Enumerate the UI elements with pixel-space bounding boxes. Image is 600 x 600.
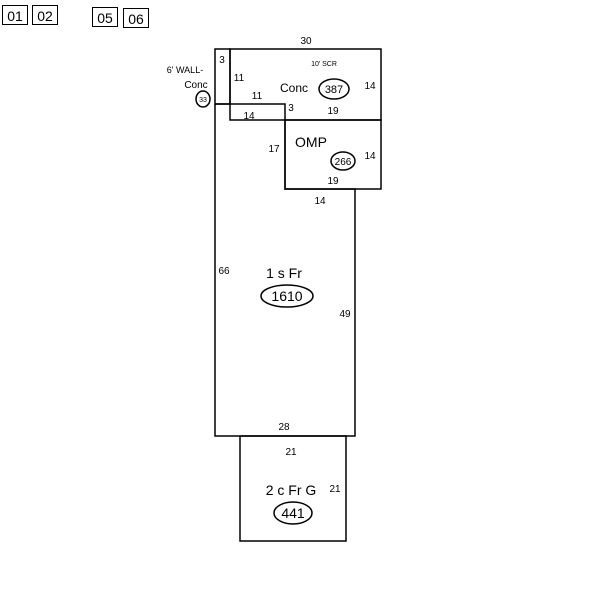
garage-outline xyxy=(239,435,347,542)
patio-area: 387 xyxy=(325,84,343,96)
dim-jog-small: 3 xyxy=(288,103,294,114)
dim-house-top: 14 xyxy=(243,111,255,122)
tab-01[interactable]: 01 xyxy=(2,5,28,25)
dim-house-left: 66 xyxy=(218,266,230,277)
patio-area-oval xyxy=(318,78,350,100)
wall-area-oval xyxy=(195,90,211,108)
dim-patio-right: 14 xyxy=(364,81,376,92)
dim-porch-right: 14 xyxy=(364,151,376,162)
dim-porch-bottom: 19 xyxy=(327,176,339,187)
dim-house-right-top: 14 xyxy=(314,196,326,207)
patio-label: Conc xyxy=(280,81,308,95)
dim-garage-right: 21 xyxy=(329,484,341,495)
garage-label: 2 c Fr G xyxy=(266,482,317,498)
dim-house-bottom: 28 xyxy=(278,422,290,433)
screen-note: 10' SCR xyxy=(311,61,337,68)
porch-area-oval xyxy=(330,151,356,171)
house-label: 1 s Fr xyxy=(266,265,302,281)
house-area-oval xyxy=(260,284,314,308)
wall-area: 33 xyxy=(199,97,207,104)
dim-garage-top: 21 xyxy=(285,447,297,458)
dim-porch-left: 17 xyxy=(268,144,280,155)
garage-area-oval xyxy=(273,501,313,525)
house-area: 1610 xyxy=(271,288,302,304)
tab-06[interactable]: 06 xyxy=(123,8,149,28)
porch-area: 266 xyxy=(335,157,352,168)
tab-02[interactable]: 02 xyxy=(32,5,58,25)
wall-note: 6' WALL- xyxy=(167,65,203,75)
sketch-outlines xyxy=(195,48,382,542)
dim-wall-side: 11 xyxy=(234,73,245,84)
garage-area: 441 xyxy=(281,505,305,521)
dim-house-right: 49 xyxy=(339,309,351,320)
dim-patio-bottom: 19 xyxy=(327,106,339,117)
house-outline xyxy=(214,103,356,437)
dim-wall-top: 3 xyxy=(219,55,225,66)
porch-label: OMP xyxy=(295,134,327,150)
wall-material: Conc xyxy=(184,80,207,91)
dim-wall-bottom: 11 xyxy=(252,91,263,102)
dim-top-width: 30 xyxy=(300,36,312,47)
tab-05[interactable]: 05 xyxy=(92,7,118,27)
